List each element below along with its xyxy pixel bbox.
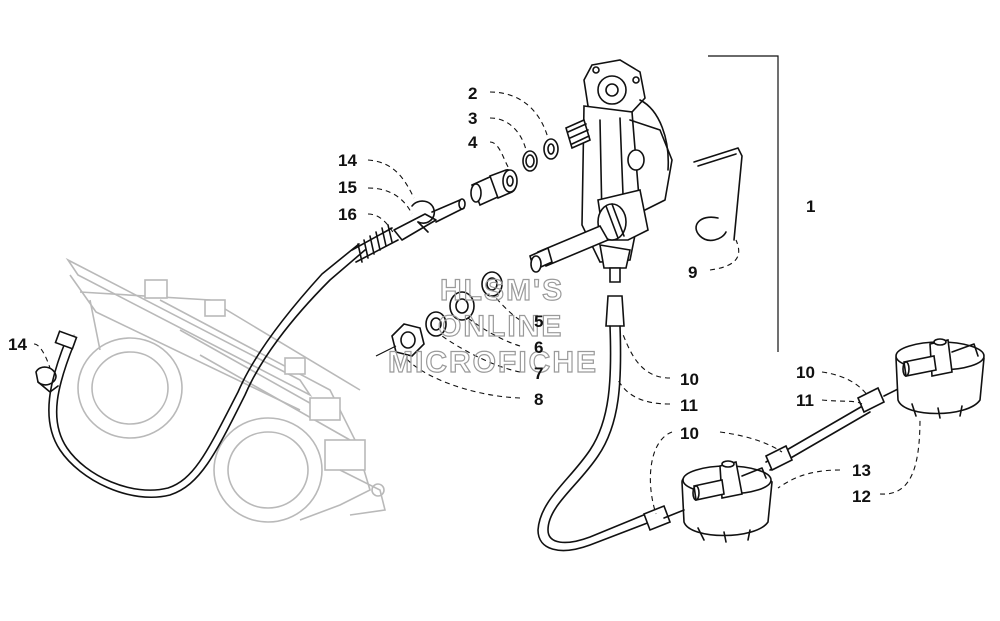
left-fuel-hose bbox=[35, 243, 366, 499]
callout-7: 7 bbox=[534, 364, 543, 383]
callout-16: 16 bbox=[338, 205, 357, 224]
nut-part-8 bbox=[391, 323, 425, 357]
callout-10-lower: 10 bbox=[680, 424, 699, 443]
callout-5: 5 bbox=[534, 312, 543, 331]
washer-part-5 bbox=[481, 271, 503, 297]
o-ring-part-3 bbox=[522, 150, 538, 172]
leader-lines bbox=[33, 91, 921, 515]
callout-4: 4 bbox=[468, 133, 478, 152]
callout-10-right: 10 bbox=[796, 363, 815, 382]
impulse-valve-upper bbox=[895, 338, 985, 419]
washer-part-2 bbox=[543, 138, 559, 160]
callout-13: 13 bbox=[852, 461, 871, 480]
callout-11-right: 11 bbox=[796, 391, 814, 410]
hose-spring-and-clamp bbox=[351, 198, 466, 263]
retainer-clip-part-9 bbox=[693, 147, 743, 242]
callout-3: 3 bbox=[468, 109, 477, 128]
callout-11-center: 11 bbox=[680, 396, 698, 415]
washer-stack bbox=[375, 271, 503, 357]
watermark-line-1: HLSM'S bbox=[440, 274, 564, 307]
assembly-bracket bbox=[708, 55, 779, 352]
callout-1: 1 bbox=[806, 197, 815, 216]
callouts: 1 2 3 4 5 6 7 8 9 10 11 10 10 11 13 12 1… bbox=[8, 84, 871, 506]
pump-outlet-fitting bbox=[529, 224, 610, 273]
callout-15: 15 bbox=[338, 178, 357, 197]
washer-part-6 bbox=[449, 291, 475, 321]
callout-2: 2 bbox=[468, 84, 477, 103]
center-fuel-hose bbox=[537, 295, 672, 552]
carburetor-assembly-ghost bbox=[59, 257, 386, 523]
callout-14-left: 14 bbox=[8, 335, 27, 354]
callout-14-top: 14 bbox=[338, 151, 357, 170]
watermark-line-2: ONLINE bbox=[438, 310, 563, 343]
watermark: HLSM'S ONLINE MICROFICHE bbox=[387, 273, 598, 379]
callout-12: 12 bbox=[852, 487, 871, 506]
callout-10-center: 10 bbox=[680, 370, 699, 389]
cross-fuel-hose bbox=[764, 385, 905, 472]
impulse-valve-lower bbox=[663, 460, 773, 543]
watermark-line-3: MICROFICHE bbox=[388, 346, 598, 379]
callout-8: 8 bbox=[534, 390, 543, 409]
callout-9: 9 bbox=[688, 263, 697, 282]
callout-6: 6 bbox=[534, 338, 543, 357]
washer-part-7 bbox=[425, 311, 447, 337]
fitting-part-4 bbox=[470, 169, 518, 207]
fuel-pump-body bbox=[565, 59, 673, 283]
